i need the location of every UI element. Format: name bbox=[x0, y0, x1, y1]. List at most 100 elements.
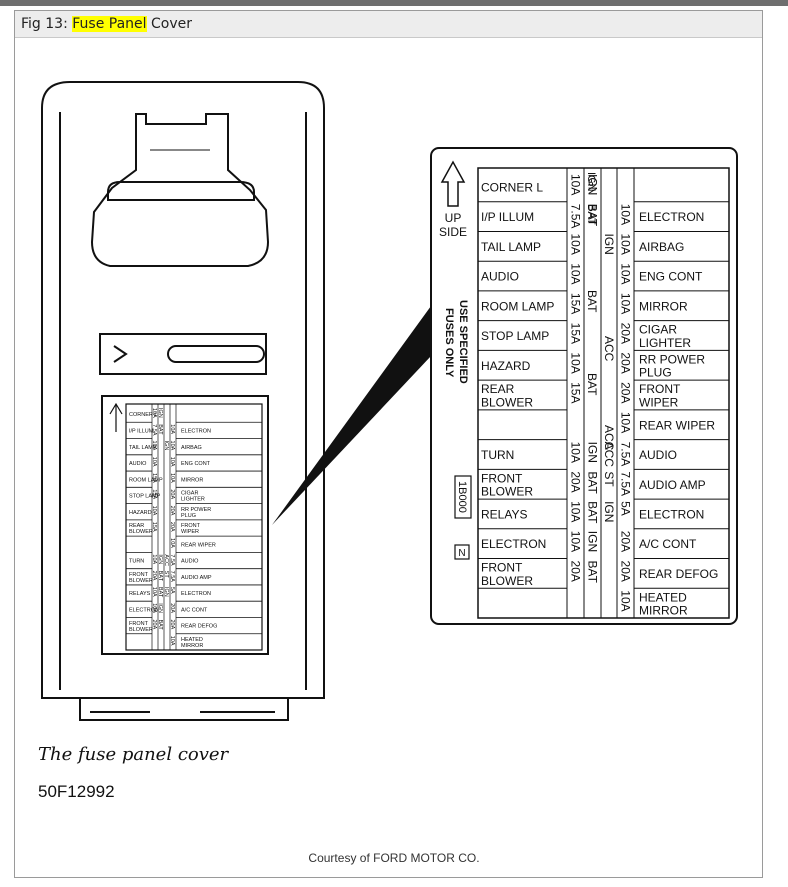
fuse-cell: 10A bbox=[169, 538, 175, 548]
fuse-label: FRONT bbox=[129, 621, 149, 627]
fuse-label: PLUG bbox=[181, 513, 196, 519]
fuse-label: FRONT bbox=[129, 572, 149, 578]
fuse-label: RR POWER bbox=[181, 507, 211, 513]
fuse-cell: IGN bbox=[585, 174, 599, 195]
fuse-label: ELECTRON bbox=[639, 507, 704, 521]
fuse-label: I/P ILLUM bbox=[129, 428, 154, 434]
fuse-label: HEATED bbox=[639, 590, 687, 604]
fuse-cell: ACC bbox=[602, 442, 616, 468]
fuse-cell: BAT bbox=[585, 204, 599, 227]
fuse-label: ELECTRON bbox=[181, 428, 211, 434]
fuse-cell: 10A bbox=[169, 441, 175, 451]
fuse-cell: 10A bbox=[151, 506, 157, 516]
fuse-label: BLOWER bbox=[481, 395, 533, 409]
fuse-cell: 10A bbox=[618, 590, 632, 611]
fuse-label: MIRROR bbox=[639, 604, 688, 618]
fuse-label: PLUG bbox=[639, 366, 672, 380]
fuse-cell: 15A bbox=[568, 293, 582, 314]
pointer-wedge bbox=[272, 306, 431, 525]
fuse-cell: ACC bbox=[163, 554, 169, 566]
fuse-cell: 10A bbox=[568, 501, 582, 522]
up-arrow-icon bbox=[440, 160, 466, 207]
fuse-label: ENG CONT bbox=[181, 461, 211, 467]
fuse-cell: 10A bbox=[568, 174, 582, 195]
fuse-cell: BAT bbox=[157, 619, 163, 630]
top-bar bbox=[0, 0, 788, 6]
fuse-cell: 15A bbox=[151, 522, 157, 532]
fuse-label: FRONT bbox=[481, 561, 523, 575]
fuse-label: MIRROR bbox=[181, 477, 203, 483]
fuse-cell: 10A bbox=[568, 263, 582, 284]
fuse-cell: IGN bbox=[585, 531, 599, 552]
fuse-cell: BAT bbox=[157, 587, 163, 598]
fuse-cell: 7.5A bbox=[151, 424, 157, 436]
fuse-label: A/C CONT bbox=[181, 607, 208, 613]
use-specified-text: USE SPECIFIED bbox=[457, 300, 469, 384]
fuse-cell: 20A bbox=[151, 619, 157, 629]
fuse-label: REAR WIPER bbox=[181, 542, 216, 548]
fuse-cell: 10A bbox=[151, 441, 157, 451]
fuse-label: REAR WIPER bbox=[639, 418, 715, 432]
fuse-label: RR POWER bbox=[639, 352, 705, 366]
fuse-cell: ST bbox=[602, 471, 616, 487]
fuse-label: REAR bbox=[129, 523, 144, 529]
cover-clip bbox=[90, 113, 270, 267]
fuse-cell: 10A bbox=[618, 293, 632, 314]
fuse-cell: IGN bbox=[157, 408, 163, 418]
fuse-label: ELECTRON bbox=[481, 537, 546, 551]
fuse-cell: 10A bbox=[618, 204, 632, 225]
fuse-cell: 20A bbox=[618, 352, 632, 373]
fuse-cell: 7.5A bbox=[169, 554, 175, 566]
bat-mid-label: BAT bbox=[585, 373, 599, 396]
fuse-cell: 10A bbox=[568, 233, 582, 254]
bat-top-label: BAT bbox=[585, 204, 597, 225]
fuse-label: ELECTRON bbox=[639, 210, 704, 224]
fuse-label: TURN bbox=[481, 448, 514, 462]
fuse-label: ELECTRON bbox=[181, 591, 211, 597]
fuse-label: STOP LAMP bbox=[129, 494, 161, 500]
fuse-cell: 10A bbox=[151, 457, 157, 467]
fuse-cell: BAT bbox=[585, 471, 599, 494]
figure-title: Fig 13: Fuse Panel Cover bbox=[21, 16, 192, 32]
title-prefix: Fig 13: bbox=[21, 16, 73, 32]
fuse-label: BLOWER bbox=[129, 578, 153, 584]
fuse-cell: 20A bbox=[169, 619, 175, 629]
fuse-label: AIRBAG bbox=[181, 445, 202, 451]
fuse-label: BLOWER bbox=[129, 627, 153, 633]
fuse-cell: BAT bbox=[157, 571, 163, 582]
fuse-cell: BAT bbox=[157, 424, 163, 435]
fuse-cell: 10A bbox=[169, 424, 175, 434]
fuse-cell: 20A bbox=[618, 561, 632, 582]
fuse-label: WIPER bbox=[639, 395, 679, 409]
code-text: 1B000 bbox=[456, 481, 468, 513]
fuse-cell: 10A bbox=[151, 603, 157, 613]
credit-line: Courtesy of FORD MOTOR CO. bbox=[308, 851, 480, 865]
fuse-label: CORNER L bbox=[129, 412, 157, 418]
fuse-label: WIPER bbox=[181, 529, 199, 535]
fuse-label: REAR DEFOG bbox=[639, 567, 718, 581]
fuse-cell: IGN bbox=[157, 554, 163, 564]
title-highlight: Fuse Panel bbox=[72, 16, 147, 32]
fuse-label: A/C CONT bbox=[639, 537, 697, 551]
fuse-cell: 10A bbox=[568, 531, 582, 552]
fuse-cell: 15A bbox=[568, 323, 582, 344]
fuse-label: AUDIO AMP bbox=[181, 575, 212, 581]
fuse-cell: IGN bbox=[163, 441, 169, 451]
fuse-cell: 20A bbox=[169, 489, 175, 499]
fuse-label: AUDIO bbox=[481, 270, 519, 284]
fuse-label: HEATED bbox=[181, 637, 203, 643]
fuse-label: LIGHTER bbox=[639, 336, 691, 350]
fuse-label: HAZARD bbox=[129, 510, 152, 516]
fuse-cell: IGN bbox=[602, 233, 616, 254]
fuse-cell: BAT bbox=[585, 561, 599, 584]
fuse-cell: 10A bbox=[169, 473, 175, 483]
fuse-cell: 15A bbox=[151, 489, 157, 499]
fuse-label: ELECTRON bbox=[129, 607, 159, 613]
fuse-cell: 7.5A bbox=[169, 571, 175, 583]
fuse-cell: 5A bbox=[618, 501, 632, 516]
fuse-cell: 10A bbox=[151, 408, 157, 418]
fuse-label: ROOM LAMP bbox=[129, 477, 163, 483]
fuse-cell: 10A bbox=[618, 412, 632, 433]
